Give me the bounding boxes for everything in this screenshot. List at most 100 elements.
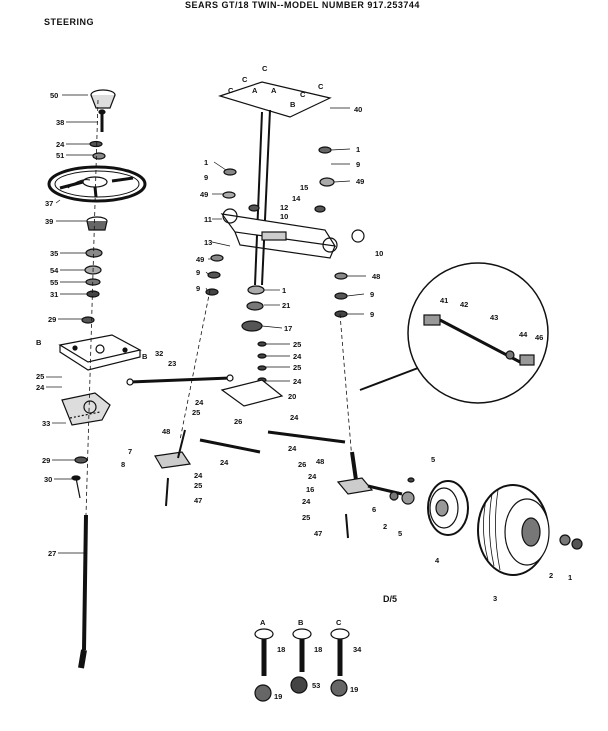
front-wheel-rim xyxy=(427,480,469,536)
callout-label: B xyxy=(290,100,296,109)
callout-label: 12 xyxy=(280,203,288,212)
washer-part xyxy=(89,140,103,148)
front-tire xyxy=(477,484,550,576)
callout-label: B xyxy=(142,352,148,361)
callout-label: 29 xyxy=(48,315,56,324)
tie-rod-detail-inset xyxy=(359,262,549,404)
callout-label: 18 xyxy=(277,645,285,654)
callout-label: 37 xyxy=(45,199,53,208)
callout-label: 3 xyxy=(493,594,497,603)
callout-label: 54 xyxy=(50,266,59,275)
callout-label: 25 xyxy=(194,481,202,490)
callout-label: 4 xyxy=(435,556,440,565)
hardware-bolts xyxy=(254,628,350,702)
callout-label: 24 xyxy=(56,140,65,149)
steering-shaft xyxy=(78,514,88,669)
callout-label: 40 xyxy=(354,105,362,114)
callout-label: C xyxy=(262,64,268,73)
callout-label: 50 xyxy=(50,91,58,100)
callout-label: 9 xyxy=(196,284,200,293)
callout-label: 9 xyxy=(196,268,200,277)
callout-label: 19 xyxy=(350,685,358,694)
callout-label: 14 xyxy=(292,194,301,203)
callout-label: 32 xyxy=(155,349,163,358)
callout-label: A xyxy=(260,618,266,627)
leader-lines xyxy=(46,94,366,554)
callout-label: 33 xyxy=(42,419,50,428)
callout-label: 24 xyxy=(288,444,297,453)
callout-label: 20 xyxy=(288,392,296,401)
tie-rod xyxy=(199,430,346,454)
callout-label: 24 xyxy=(308,472,317,481)
axle-support-frame xyxy=(218,81,332,286)
right-kingpin-axis xyxy=(339,313,353,461)
bolt-part xyxy=(71,475,81,499)
callout-label: 26 xyxy=(234,417,242,426)
callout-label: 24 xyxy=(293,352,302,361)
callout-label: 15 xyxy=(300,183,308,192)
callout-label: 49 xyxy=(356,177,364,186)
callout-label: 44 xyxy=(519,330,528,339)
callout-label: 41 xyxy=(440,296,448,305)
callout-label: 1 xyxy=(356,145,360,154)
screw-part xyxy=(98,109,106,132)
callout-label: 51 xyxy=(56,151,64,160)
callout-label: 5 xyxy=(431,455,435,464)
section-title: STEERING xyxy=(44,17,95,27)
callout-label: A xyxy=(271,86,277,95)
callout-label: 9 xyxy=(370,310,374,319)
callout-label: 24 xyxy=(36,383,45,392)
callout-label: 29 xyxy=(42,456,50,465)
callout-label: 18 xyxy=(314,645,322,654)
callout-label: 19 xyxy=(274,692,282,701)
callout-label: 25 xyxy=(293,340,301,349)
callout-label: 48 xyxy=(316,457,324,466)
callout-label: 34 xyxy=(353,645,362,654)
callout-label: 5 xyxy=(398,529,402,538)
callout-label: 31 xyxy=(50,290,58,299)
callout-label: C xyxy=(300,90,306,99)
steering-bushing xyxy=(86,216,108,231)
callout-label: 25 xyxy=(36,372,44,381)
steering-gear-sector xyxy=(61,392,111,426)
steering-wheel xyxy=(47,165,147,203)
callout-label: C xyxy=(242,75,248,84)
callout-label: 46 xyxy=(535,333,543,342)
callout-label: 25 xyxy=(302,513,310,522)
gear-nut xyxy=(74,456,88,464)
callout-label: 55 xyxy=(50,278,58,287)
callout-label: 43 xyxy=(490,313,498,322)
callout-label: B xyxy=(298,618,304,627)
callout-label: 24 xyxy=(195,398,204,407)
callout-label: 25 xyxy=(192,408,200,417)
callout-label: 47 xyxy=(194,496,202,505)
callout-label: 11 xyxy=(204,215,212,224)
page-code: D/5 xyxy=(383,594,397,604)
front-axle xyxy=(220,208,338,259)
callout-label: C xyxy=(228,86,234,95)
callout-label: C xyxy=(318,82,324,91)
callout-label: 39 xyxy=(45,217,53,226)
nut-part xyxy=(92,152,106,160)
callout-label: 24 xyxy=(220,458,229,467)
callout-label: 9 xyxy=(204,173,208,182)
callout-label: 35 xyxy=(50,249,58,258)
callout-label: A xyxy=(252,86,258,95)
callout-label: 24 xyxy=(194,471,203,480)
callout-label: B xyxy=(36,338,42,347)
callout-label: 7 xyxy=(128,447,132,456)
wheel-hub-parts xyxy=(389,477,583,550)
callout-label: 2 xyxy=(549,571,553,580)
callout-label: 53 xyxy=(312,681,320,690)
steering-wheel-cap xyxy=(90,89,116,109)
callout-label: 49 xyxy=(196,255,204,264)
left-kingpin-axis xyxy=(179,289,211,441)
callout-label: 17 xyxy=(284,324,292,333)
callout-label: 21 xyxy=(282,301,290,310)
callout-label: C xyxy=(336,618,342,627)
steering-support-bracket xyxy=(58,334,142,371)
callout-label: 10 xyxy=(280,212,288,221)
callout-label: 24 xyxy=(290,413,299,422)
callout-label: 24 xyxy=(293,377,302,386)
